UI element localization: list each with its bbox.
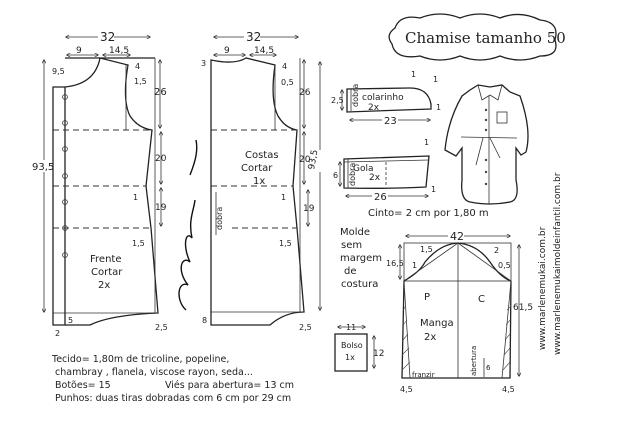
back-width-label: 32 — [246, 30, 261, 44]
sleeve-hem-left: 4,5 — [400, 385, 413, 394]
pocket-height: 12 — [373, 349, 384, 359]
gola-height: 6 — [333, 171, 338, 180]
back-shoulder-label: 14,5 — [254, 46, 274, 56]
gola-qty: 2x — [369, 173, 381, 183]
front-pattern-piece: 32 9 14,5 93,5 9,5 4 1,5 26 20 — [30, 30, 168, 338]
gola-piece: 6 dobra Gola 2x 26 1 1 — [333, 138, 436, 203]
gola-fold: dobra — [348, 163, 357, 186]
sleeve-opening-length: 6 — [486, 364, 491, 372]
front-length-label: 93,5 — [32, 162, 54, 173]
sleeve-qty: 2x — [424, 332, 436, 343]
front-name: Frente — [90, 254, 121, 265]
colarinho-fold: dobra — [351, 84, 360, 107]
back-to-hip: 19 — [303, 204, 315, 214]
front-placket-bottom: 2 — [55, 329, 60, 338]
gola-mark1: 1 — [424, 138, 429, 147]
back-waist-in: 1 — [281, 193, 286, 202]
fabric-notes: Tecido= 1,80m de tricoline, popeline, ch… — [51, 354, 294, 404]
sleeve-mark-front1: 2 — [494, 246, 499, 255]
back-length-label: 93,5 — [307, 149, 320, 170]
colarinho-mark3: 1 — [436, 103, 441, 112]
signature — [178, 139, 198, 311]
colarinho-mark2: 1 — [433, 75, 438, 84]
website-link-infantil[interactable]: www.marlenemukaimoldeinfantil.com.br — [553, 172, 563, 355]
front-shoulder-label: 14,5 — [109, 46, 129, 56]
fabric-note: Tecido= 1,80m de tricoline, popeline, — [51, 354, 229, 365]
front-armhole-offset: 1,5 — [134, 77, 147, 86]
sleeve-hem-right: 4,5 — [502, 385, 515, 394]
front-armhole-depth: 26 — [154, 87, 167, 98]
page-title: Chamise tamanho 50 — [405, 29, 566, 47]
front-qty: 2x — [98, 280, 110, 291]
gola-name: Gola — [353, 164, 374, 174]
front-to-hip: 19 — [155, 203, 167, 213]
sleeve-front-label: C — [478, 294, 485, 305]
colarinho-length: 23 — [384, 116, 397, 127]
back-to-waist: 20 — [299, 155, 311, 165]
pocket-width: 11 — [346, 323, 356, 332]
shirt-dress-illustration — [444, 84, 529, 205]
fabric-note: chambray , flanela, viscose rayon, seda.… — [55, 367, 253, 378]
sleeve-width: 42 — [450, 230, 464, 243]
colarinho-piece: 2,5 dobra colarinho 2x 23 1 1 1 — [331, 70, 441, 127]
back-hem-side: 8 — [202, 316, 207, 325]
sleeve-mark-back1: 1,5 — [420, 245, 433, 254]
pocket-piece: 11 12 Bolso 1x — [334, 323, 384, 372]
front-to-waist: 20 — [155, 154, 167, 164]
sleeve-back-label: P — [424, 292, 430, 303]
colarinho-qty: 2x — [368, 103, 380, 113]
note-line: sem — [341, 240, 362, 251]
seam-allowance-note: Molde sem margem de costura — [340, 227, 382, 290]
sleeve-opening-label: abertura — [470, 346, 478, 376]
back-neck-drop: 3 — [201, 59, 206, 68]
colarinho-height: 2,5 — [331, 96, 344, 105]
sleeve-name: Manga — [420, 318, 454, 329]
button-markers — [62, 94, 68, 258]
website-link[interactable]: www.marlenemukai.com.br — [538, 226, 548, 350]
back-name: Costas — [245, 150, 279, 161]
back-shoulder-drop: 4 — [282, 62, 287, 71]
front-shoulder-drop: 4 — [135, 62, 140, 71]
belt-note: Cinto= 2 cm por 1,80 m — [368, 208, 489, 219]
back-neck-width: 9 — [224, 46, 230, 56]
sleeve-piece: 42 16,5 61,5 1,5 1 2 0,5 P C Manga 2x fr… — [386, 229, 533, 394]
front-cut: Cortar — [91, 267, 123, 278]
front-placket: 5 — [68, 316, 73, 325]
colarinho-name: colarinho — [362, 93, 404, 103]
bias-note: Viés para abertura= 13 cm — [165, 380, 294, 391]
front-hip-out: 1,5 — [132, 239, 145, 248]
gola-length: 26 — [374, 192, 387, 203]
sleeve-mark-front2: 0,5 — [498, 261, 511, 270]
pocket-name: Bolso — [341, 341, 363, 350]
front-neck-drop: 9,5 — [52, 67, 65, 76]
gola-mark2: 1 — [431, 185, 436, 194]
note-line: de — [344, 266, 357, 277]
sleeve-cap-height: 16,5 — [386, 259, 404, 268]
note-line: Molde — [340, 227, 370, 238]
back-armhole-offset: 0,5 — [281, 78, 294, 87]
back-pattern-piece: 32 9 14,5 3 4 0,5 26 20 19 1 1,5 93,5 2,… — [201, 30, 330, 332]
colarinho-mark1: 1 — [411, 70, 416, 79]
back-armhole-depth: 26 — [299, 88, 311, 98]
sleeve-length: 61,5 — [513, 303, 533, 313]
front-waist-in: 1 — [133, 193, 138, 202]
note-line: margem — [340, 253, 382, 264]
back-qty: 1x — [253, 176, 265, 187]
back-hem-rise: 2,5 — [299, 323, 312, 332]
title-cloud: Chamise tamanho 50 — [388, 13, 566, 61]
back-hip-out: 1,5 — [279, 239, 292, 248]
back-cut: Cortar — [241, 163, 273, 174]
back-fold-label: dobra — [215, 207, 224, 230]
note-line: costura — [341, 279, 378, 290]
front-neck-width: 9 — [76, 46, 82, 56]
cuffs-note: Punhos: duas tiras dobradas com 6 cm por… — [55, 393, 291, 404]
buttons-note: Botões= 15 — [55, 380, 111, 391]
sleeve-gather-label: franzir — [412, 371, 435, 379]
front-width-label: 32 — [100, 30, 115, 44]
front-hem-rise: 2,5 — [155, 323, 168, 332]
sleeve-mark-back2: 1 — [412, 261, 417, 270]
pocket-qty: 1x — [345, 353, 355, 362]
